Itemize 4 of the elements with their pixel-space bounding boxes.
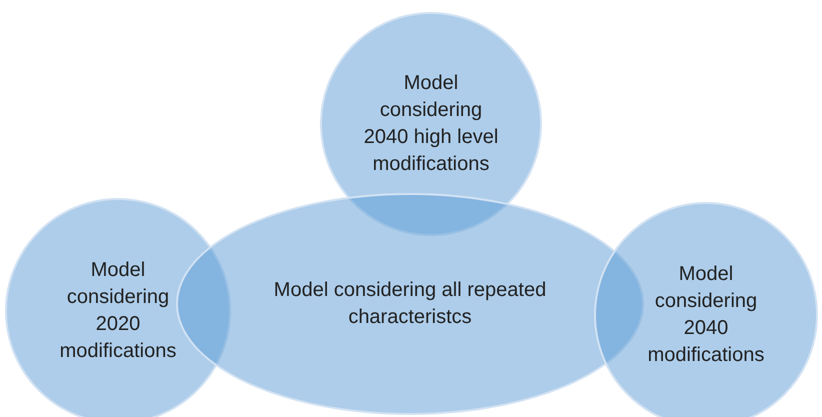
- node-label: Model considering 2020 modifications: [58, 258, 178, 364]
- node-label: Model considering all repeated characteristcs: [272, 278, 548, 330]
- node-label: Model considering 2040 high level modifications: [362, 71, 500, 177]
- node-label: Model considering 2040 modifications: [646, 262, 766, 368]
